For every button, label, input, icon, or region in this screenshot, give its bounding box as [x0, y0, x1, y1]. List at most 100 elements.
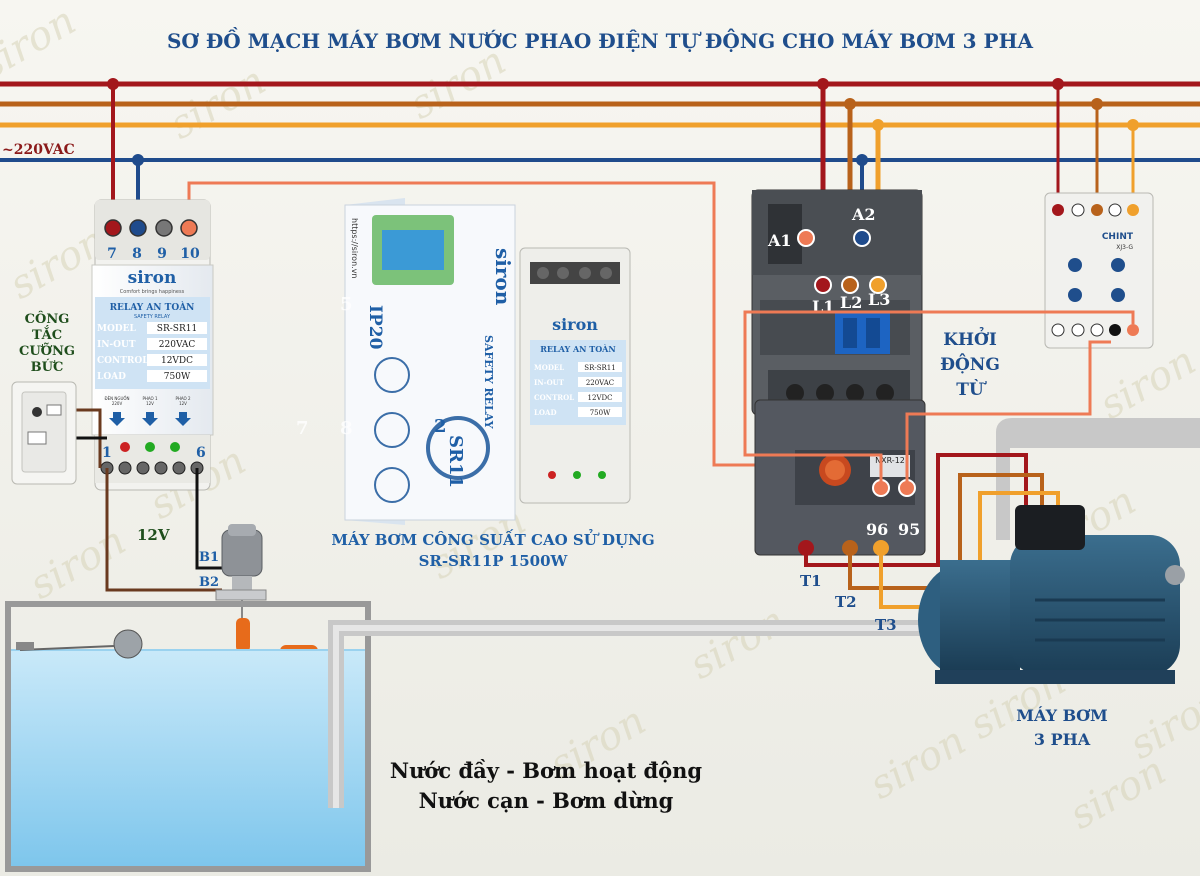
- terminal-8-label: 8: [132, 246, 142, 262]
- svg-text:A1: A1: [767, 231, 792, 250]
- float-labels: B1 B2: [199, 550, 219, 590]
- svg-text:5: 5: [340, 294, 353, 315]
- pump-label: MÁY BƠM 3 PHA: [1016, 705, 1108, 749]
- water-pipe: [328, 418, 1200, 808]
- svg-text:220VAC: 220VAC: [586, 379, 614, 387]
- svg-text:SR-SR11: SR-SR11: [157, 324, 197, 334]
- terminal-1-label: 1: [102, 445, 112, 461]
- svg-text:12VDC: 12VDC: [161, 356, 193, 366]
- terminal-6-label: 6: [196, 445, 206, 461]
- relay-subtitle: SAFETY RELAY: [134, 314, 171, 320]
- svg-text:IN-OUT: IN-OUT: [534, 378, 565, 387]
- relay-arrows: [109, 412, 191, 426]
- svg-text:B2: B2: [199, 575, 219, 590]
- float-control-wires: [105, 468, 222, 592]
- relay-tagline: Comfort brings happiness: [120, 289, 185, 295]
- safety-relay-module: 7 8 9 10 siron Comfort brings happiness …: [91, 199, 214, 491]
- svg-text:T1: T1: [800, 572, 822, 590]
- svg-text:Nước đầy - Bơm hoạt động: Nước đầy - Bơm hoạt động: [390, 758, 703, 783]
- box-ip: IP20: [365, 305, 385, 350]
- box-side-text: SAFETY RELAY: [482, 335, 495, 429]
- svg-text:CONTROL: CONTROL: [97, 356, 149, 366]
- svg-text:CONTROL: CONTROL: [534, 393, 574, 402]
- box-brand: siron: [491, 248, 515, 306]
- water-tank: [5, 601, 371, 872]
- diagram-title: SƠ ĐỒ MẠCH MÁY BƠM NƯỚC PHAO ĐIỆN TỰ ĐỘN…: [167, 26, 1033, 53]
- control-voltage-label: 12V: [137, 526, 170, 544]
- svg-text:PHAO 2: PHAO 2: [175, 396, 191, 401]
- contactor-title: KHỞI ĐỘNG TỪ: [940, 327, 1000, 400]
- svg-text:8: 8: [340, 418, 353, 439]
- contactor-terminals: [797, 229, 916, 497]
- svg-text:T3: T3: [875, 616, 897, 634]
- terminal-9-label: 9: [157, 246, 167, 262]
- svg-text:CÔNG: CÔNG: [25, 310, 70, 327]
- relay-specs: MODEL IN-OUT CONTROL LOAD: [97, 324, 149, 382]
- relay-spec-value-boxes: [147, 322, 207, 382]
- operation-notes: Nước đầy - Bơm hoạt động Nước cạn - Bơm …: [390, 758, 703, 813]
- voltage-label: ~220VAC: [2, 142, 75, 158]
- svg-text:TẮC: TẮC: [32, 325, 62, 343]
- relay-leds: [120, 442, 180, 452]
- contactor-labels: A1 A2 L1 L2 L3 96 95: [767, 205, 920, 539]
- force-switch: [11, 381, 77, 485]
- svg-text:MÁY BƠM: MÁY BƠM: [1016, 705, 1108, 725]
- product-box: siron https://siron.vn IP20 SAFETY RELAY…: [296, 198, 516, 525]
- svg-text:12V: 12V: [146, 401, 154, 406]
- svg-text:ĐÈN NGUỒN: ĐÈN NGUỒN: [104, 396, 129, 401]
- svg-text:MODEL: MODEL: [97, 324, 136, 334]
- phase-relay: CHINT XJ3-G: [1044, 192, 1154, 349]
- svg-text:B1: B1: [199, 550, 219, 565]
- svg-text:95: 95: [898, 520, 920, 539]
- relay-brand: siron: [128, 268, 177, 288]
- svg-text:750W: 750W: [590, 409, 611, 417]
- svg-text:KHỞI: KHỞI: [943, 327, 997, 350]
- box-url: https://siron.vn: [350, 218, 359, 279]
- svg-text:A2: A2: [851, 205, 876, 224]
- svg-text:7: 7: [296, 418, 309, 439]
- svg-text:BỨC: BỨC: [31, 358, 64, 375]
- phase-relay-model: XJ3-G: [1116, 244, 1133, 251]
- overload-phase-wires: [743, 310, 1135, 488]
- box-model-badge: SR11: [445, 435, 466, 488]
- svg-text:LOAD: LOAD: [97, 372, 126, 382]
- svg-text:MÁY BƠM CÔNG SUẤT CAO SỬ DỤNG: MÁY BƠM CÔNG SUẤT CAO SỬ DỤNG: [331, 529, 654, 549]
- terminal-7-label: 7: [107, 246, 117, 262]
- svg-text:SR-SR11P 1500W: SR-SR11P 1500W: [419, 552, 569, 570]
- pump: [918, 505, 1185, 684]
- svg-text:SR-SR11: SR-SR11: [584, 364, 615, 372]
- svg-text:Nước cạn - Bơm dừng: Nước cạn - Bơm dừng: [419, 788, 674, 813]
- svg-text:L3: L3: [868, 290, 890, 309]
- overload-relay: NXR-12: [754, 399, 926, 556]
- motor-output-labels: T1 T2 T3: [800, 572, 897, 634]
- svg-text:CƯỠNG: CƯỠNG: [19, 343, 75, 359]
- svg-text:T2: T2: [835, 593, 857, 611]
- contactor: [751, 189, 923, 416]
- svg-text:3 PHA: 3 PHA: [1034, 730, 1091, 749]
- box-badge-number: 2: [434, 416, 447, 437]
- switch-label: CÔNG TẮC CƯỠNG BỨC: [19, 310, 75, 375]
- svg-text:RELAY AN TOÀN: RELAY AN TOÀN: [540, 344, 615, 354]
- phase-relay-brand: CHINT: [1102, 232, 1134, 242]
- svg-text:LOAD: LOAD: [534, 408, 557, 417]
- product-caption: MÁY BƠM CÔNG SUẤT CAO SỬ DỤNG SR-SR11P 1…: [331, 529, 654, 570]
- svg-text:TỪ: TỪ: [956, 379, 987, 400]
- svg-text:12VDC: 12VDC: [588, 394, 613, 402]
- svg-text:PHAO 1: PHAO 1: [142, 396, 158, 401]
- svg-text:L2: L2: [840, 293, 862, 312]
- svg-text:220VAC: 220VAC: [159, 340, 196, 350]
- svg-text:750W: 750W: [164, 372, 191, 382]
- relay-title: RELAY AN TOÀN: [110, 301, 195, 313]
- relay-top-terminals: [104, 219, 198, 237]
- relay-product-photo: siron RELAY AN TOÀN MODEL IN-OUT CONTROL…: [519, 247, 631, 504]
- svg-text:96: 96: [866, 520, 888, 539]
- svg-text:MODEL: MODEL: [534, 363, 564, 372]
- svg-text:12V: 12V: [179, 401, 187, 406]
- overload-brand: NXR-12: [875, 456, 905, 465]
- svg-text:220V: 220V: [112, 401, 123, 406]
- svg-text:IN-OUT: IN-OUT: [97, 340, 136, 350]
- svg-text:ĐỘNG: ĐỘNG: [940, 354, 1000, 375]
- terminal-10-label: 10: [180, 246, 200, 262]
